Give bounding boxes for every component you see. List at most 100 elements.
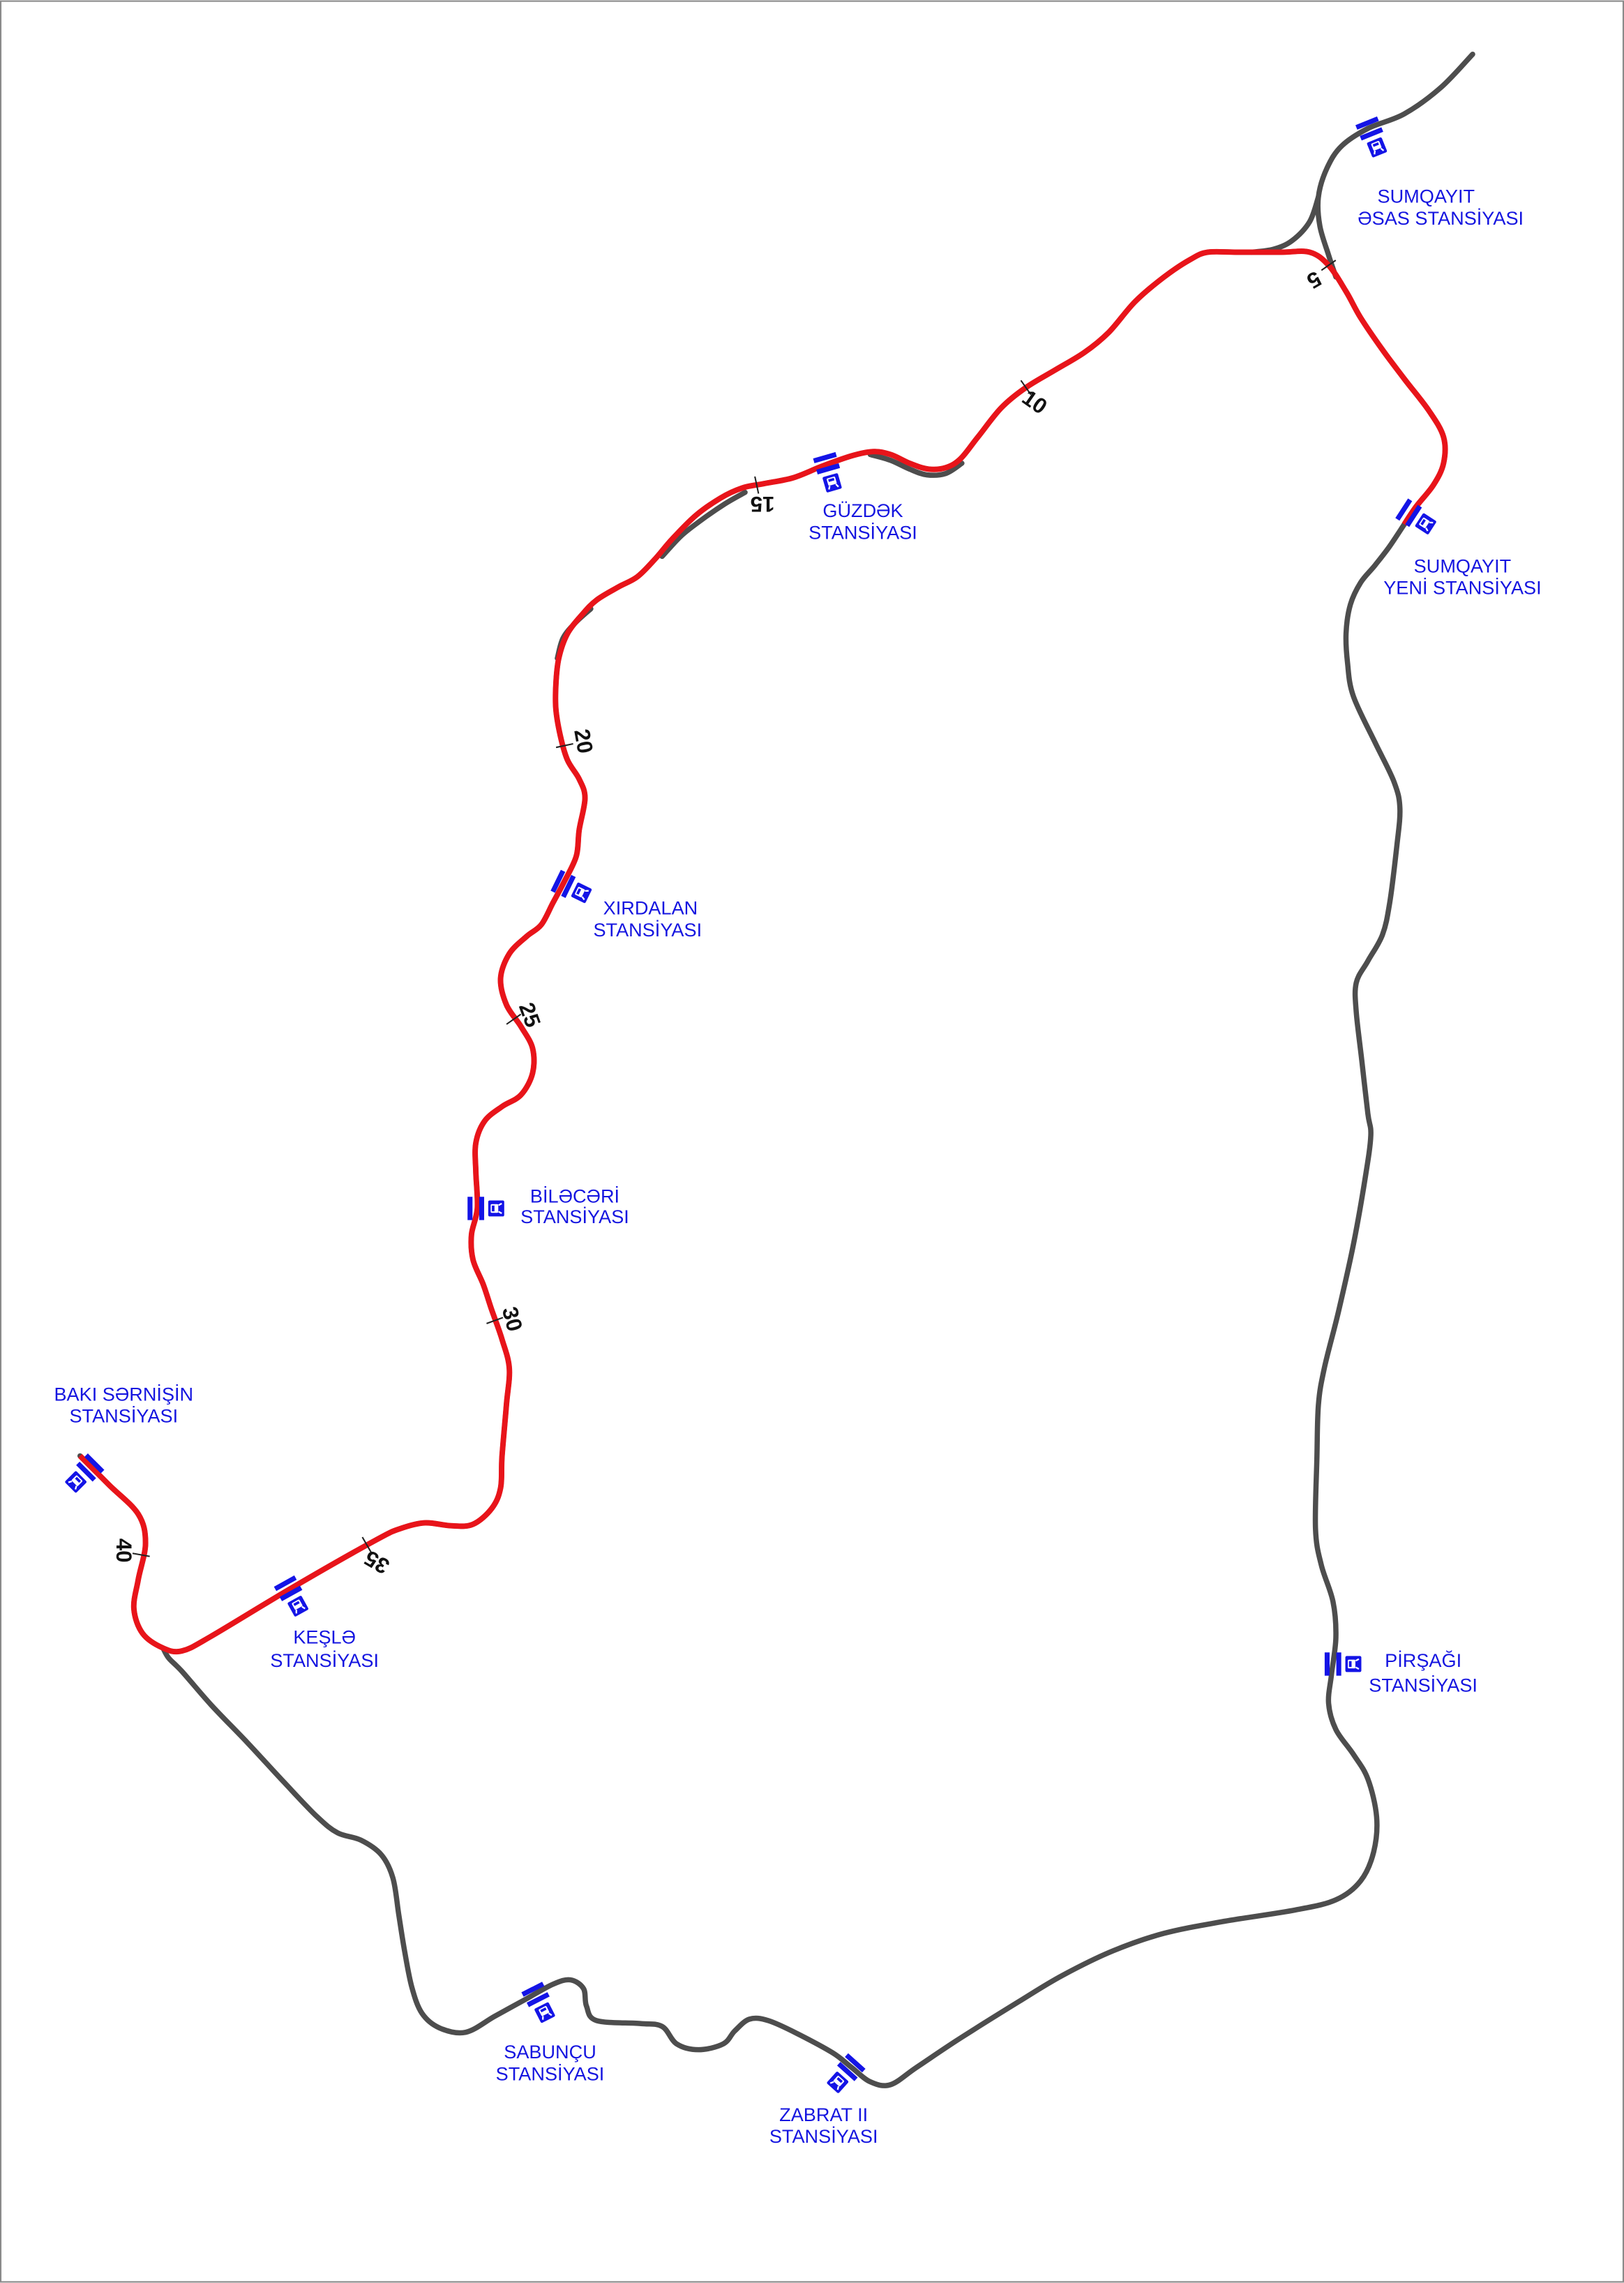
station-bar	[1405, 504, 1422, 527]
km-label: 20	[569, 727, 598, 755]
station-name-2: STANSİYASI	[496, 2063, 605, 2084]
station-symbol-xirdalan	[550, 869, 592, 904]
train-body	[1348, 1659, 1355, 1669]
train-window	[1420, 518, 1426, 525]
station-bar	[1355, 116, 1379, 130]
km-tick	[361, 1536, 372, 1553]
station-bar	[1395, 498, 1413, 521]
station-label-guzdek: GÜZDƏK STANSİYASI	[809, 500, 917, 543]
track-junction-branch	[1249, 194, 1321, 255]
train-leg	[295, 1610, 297, 1614]
train-leg	[1355, 1666, 1360, 1670]
station-symbol-sumqayit-esas	[1355, 116, 1388, 158]
station-labels: SUMQAYIT ƏSAS STANSİYASI SUMQAYIT YENİ S…	[54, 186, 1541, 2148]
train-leg	[1425, 527, 1429, 532]
train-leg	[68, 1480, 73, 1483]
station-name-2: STANSİYASI	[520, 1206, 629, 1227]
station-symbol-guzdek	[813, 451, 842, 493]
station-label-pirsagi: PİRŞAĞI STANSİYASI	[1369, 1649, 1478, 1696]
station-bar	[279, 1585, 303, 1601]
track-north-spur	[1315, 51, 1475, 280]
station-name: SABUNÇU	[504, 2041, 596, 2063]
station-symbol-kesle	[273, 1575, 309, 1617]
train-body	[71, 1475, 83, 1486]
train-window	[828, 477, 835, 482]
track-network	[77, 51, 1475, 2088]
km-marker-35: 35	[360, 1536, 393, 1579]
train-window	[1372, 142, 1379, 147]
station-bar	[550, 869, 566, 893]
km-label: 35	[360, 1545, 393, 1579]
train-leg	[301, 1605, 306, 1610]
station-name: XIRDALAN	[603, 897, 698, 919]
station-symbols	[65, 116, 1436, 2093]
km-markers: 5 10 15 20 25 30 35 40	[112, 260, 1337, 1579]
station-name-2: STANSİYASI	[1369, 1675, 1478, 1696]
station-name: ZABRAT II	[779, 2104, 868, 2125]
station-bar	[813, 451, 837, 463]
train-leg	[828, 486, 831, 490]
station-symbol-zabrat	[827, 2053, 866, 2093]
station-name-2: ƏSAS STANSİYASI	[1358, 207, 1524, 229]
train-leg	[498, 1211, 502, 1215]
km-tick	[1321, 260, 1337, 271]
km-tick	[754, 476, 760, 494]
station-bar	[526, 1992, 550, 2007]
train-leg	[835, 484, 839, 488]
station-symbol-baki-sernisin	[65, 1453, 105, 1493]
station-bar	[273, 1575, 297, 1592]
km-label: 40	[112, 1539, 136, 1563]
highlighted-route	[77, 248, 1448, 1655]
train-window	[1348, 1661, 1352, 1668]
train-leg	[74, 1485, 77, 1490]
station-name-2: STANSİYASI	[69, 1405, 178, 1427]
station-name-2: STANSİYASI	[769, 2125, 878, 2147]
station-bar	[561, 874, 576, 898]
train-leg	[585, 890, 589, 892]
km-label: 30	[497, 1304, 527, 1334]
station-label-sumqayit-esas: SUMQAYIT ƏSAS STANSİYASI	[1358, 186, 1524, 229]
train-leg	[836, 2086, 840, 2090]
track-under-route	[77, 248, 1448, 1654]
station-name: KEŞLƏ	[293, 1626, 356, 1648]
station-bar	[836, 2062, 858, 2081]
station-label-sabuncu: SABUNÇU STANSİYASI	[496, 2041, 605, 2084]
train-body	[292, 1599, 303, 1610]
train-station-icon	[1345, 1656, 1362, 1672]
train-window	[492, 1205, 495, 1212]
station-bar	[1360, 127, 1383, 141]
km-marker-15: 15	[751, 476, 775, 516]
train-station-icon	[822, 473, 842, 493]
km-tick	[132, 1552, 150, 1557]
station-name-2: STANSİYASI	[593, 919, 702, 941]
km-marker-30: 30	[486, 1304, 527, 1334]
station-name: GÜZDƏK	[822, 500, 903, 521]
km-tick	[555, 742, 573, 749]
train-leg	[1380, 147, 1385, 151]
train-station-icon	[65, 1471, 87, 1493]
station-name: BAKI SƏRNİŞİN	[54, 1383, 193, 1405]
km-marker-40: 40	[112, 1539, 150, 1563]
station-name-2: STANSİYASI	[809, 521, 917, 543]
station-bar	[816, 463, 841, 474]
train-leg	[1355, 1658, 1360, 1662]
km-label: 15	[751, 492, 775, 516]
train-station-icon	[1415, 513, 1436, 534]
km-marker-10: 10	[1018, 380, 1051, 419]
station-label-kesle: KEŞLƏ STANSİYASI	[270, 1626, 379, 1671]
station-label-bilecer: BİLƏCƏRİ STANSİYASI	[520, 1185, 629, 1227]
train-window	[293, 1601, 300, 1606]
station-label-zabrat: ZABRAT II STANSİYASI	[769, 2104, 878, 2147]
train-leg	[548, 2012, 552, 2016]
station-symbol-sabuncu	[521, 1982, 555, 2023]
train-station-icon	[287, 1596, 309, 1617]
train-leg	[581, 896, 585, 901]
train-leg	[1374, 150, 1376, 155]
train-body	[833, 2076, 845, 2087]
km-marker-20: 20	[555, 727, 598, 756]
train-window	[576, 888, 582, 895]
station-bar	[521, 1982, 545, 1997]
station-name: SUMQAYIT	[1378, 186, 1475, 207]
